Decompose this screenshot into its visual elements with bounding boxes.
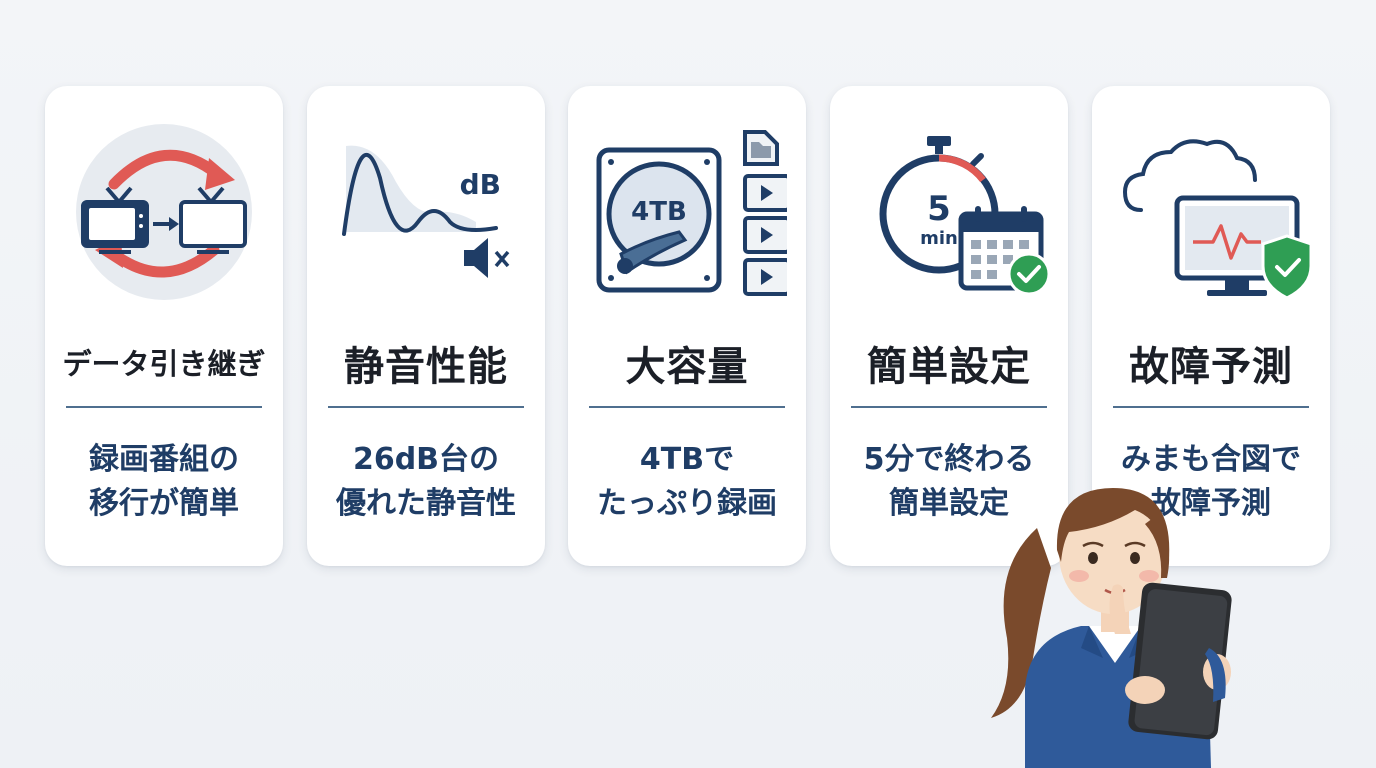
hard-drive-media-icon: 4TB: [596, 130, 787, 296]
speaker-mute-icon: [464, 238, 510, 278]
card-title: 故障予測: [1129, 344, 1293, 390]
minutes-unit: min: [920, 228, 958, 249]
card-description: 5分で終わる 簡単設定: [863, 442, 1035, 521]
card-description: みまも合図で 故障予測: [1121, 442, 1301, 521]
feature-card-quiet: dB 静音性能 26dB台の 優れた静音性: [307, 86, 545, 566]
feature-card-data-transfer: データ引き継ぎ 録画番組の 移行が簡単: [45, 86, 283, 566]
divider: [851, 406, 1047, 408]
feature-card-capacity: 4TB 大容量 4TBで たっぷり録画: [568, 86, 806, 566]
divider: [66, 406, 262, 408]
tv-transfer-icon: [76, 124, 252, 300]
db-label: dB: [460, 168, 501, 201]
card-title: 簡単設定: [867, 344, 1031, 390]
divider: [328, 406, 524, 408]
minutes-number: 5: [927, 189, 951, 229]
card-description: 4TBで たっぷり録画: [597, 442, 777, 521]
woman-holding-hdd-illustration: [991, 488, 1232, 768]
card-icon-area: dB: [307, 122, 545, 312]
feature-card-failure-prediction: 故障予測 みまも合図で 故障予測: [1092, 86, 1330, 566]
divider: [589, 406, 785, 408]
card-icon-area: 4TB: [568, 122, 806, 312]
card-title: 大容量: [625, 344, 749, 390]
feature-card-easy-setup: 5 min 簡単設定 5分で終わる 簡単設定: [830, 86, 1068, 566]
card-icon-area: [1092, 122, 1330, 312]
card-title: データ引き継ぎ: [62, 347, 266, 381]
card-description: 26dB台の 優れた静音性: [336, 442, 516, 521]
card-icon-area: 5 min: [830, 122, 1068, 312]
card-title: 静音性能: [344, 344, 508, 390]
capacity-label: 4TB: [631, 197, 687, 227]
stopwatch-calendar-icon: 5 min: [879, 136, 1049, 296]
sound-wave-mute-icon: dB: [342, 145, 510, 278]
card-description: 録画番組の 移行が簡単: [89, 442, 239, 521]
divider: [1113, 406, 1309, 408]
card-icon-area: [45, 122, 283, 312]
cloud-monitor-shield-icon: [1122, 139, 1311, 300]
